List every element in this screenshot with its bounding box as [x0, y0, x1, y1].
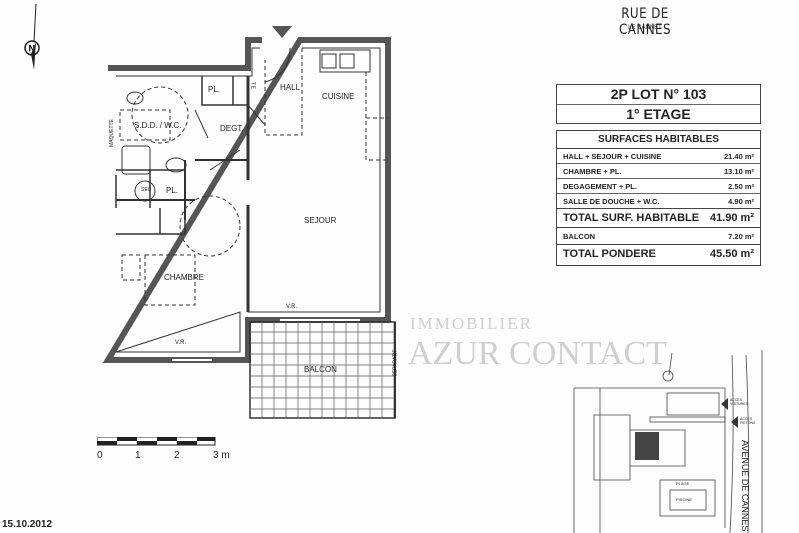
table-row: HALL + SEJOUR + CUISINE 21.40 m²: [557, 149, 760, 164]
room-label-degt: DEGT.: [220, 124, 244, 133]
total-row: TOTAL SURF. HABITABLE 41.90 m²: [557, 209, 760, 228]
scale-tick-0: 0: [97, 450, 103, 461]
watermark-line-1: IMMOBILIER: [410, 314, 533, 333]
plage-label: PLAGE: [676, 481, 690, 486]
north-arrow-icon: N: [24, 3, 40, 70]
acces-pietons-label: ACCES PIETONS: [740, 417, 756, 425]
row-value: 2.50 m²: [728, 181, 754, 191]
room-label-balcon: BALCON: [304, 365, 337, 374]
total-label: TOTAL SURF. HABITABLE: [563, 212, 700, 224]
piscine-label: PISCINE: [676, 497, 693, 502]
arrow-acces-voitures-icon: [721, 398, 728, 410]
arrow-acces-pietons-icon: [731, 416, 738, 428]
pondere-value: 45.50 m²: [709, 248, 754, 260]
row-label: HALL + SEJOUR + CUISINE: [563, 151, 662, 161]
room-label-sdd-wc: S.D.D. / W.C.: [134, 121, 182, 130]
window-label-vr-2: V.R.: [175, 340, 187, 346]
row-label: DEGAGEMENT + PL.: [563, 181, 637, 191]
date-label: 15.10.2012: [2, 519, 53, 530]
building-highlight: [635, 432, 659, 460]
city-subtitle: LE CANNET: [628, 25, 662, 31]
surfaces-table: SURFACES HABITABLES HALL + SEJOUR + CUIS…: [556, 130, 761, 266]
window-label-vr: V.R.: [286, 304, 298, 310]
table-row: SALLE DE DOUCHE + W.C. 4.90 m²: [557, 194, 760, 209]
room-label-hall: HALL: [280, 83, 301, 92]
apartment-floor-plan: [102, 26, 396, 419]
label-maquette: MAQUETTE: [108, 119, 115, 147]
balcon-value: 7.20 m²: [728, 231, 754, 241]
table-row: DEGAGEMENT + PL. 2.50 m²: [557, 179, 760, 194]
lot-floor: 1° ETAGE: [626, 106, 691, 122]
scale-tick-1: 1: [135, 450, 141, 461]
pondere-label: TOTAL PONDERE: [563, 248, 656, 260]
svg-text:N: N: [29, 44, 36, 54]
pondere-row: TOTAL PONDERE 45.50 m²: [557, 245, 760, 263]
balcon-label: BALCON: [563, 231, 596, 241]
row-label: CHAMBRE + PL.: [563, 166, 622, 176]
room-label-placard-2: PL.: [166, 186, 179, 195]
room-label-chambre: CHAMBRE: [164, 273, 205, 282]
room-label-te: T.E.: [249, 81, 256, 91]
room-label-sejour: SEJOUR: [304, 216, 337, 225]
scale-tick-2: 2: [174, 450, 180, 461]
watermark-line-2: AZUR CONTACT: [408, 335, 667, 372]
lot-title-box: 2P LOT N° 103 1° ETAGE: [556, 84, 761, 124]
label-separatif: SEPARATIF: [392, 349, 399, 377]
row-label: SALLE DE DOUCHE + W.C.: [563, 196, 660, 206]
balcon-row: BALCON 7.20 m²: [557, 228, 760, 245]
lot-title: 2P LOT N° 103: [557, 85, 760, 105]
table-row: CHAMBRE + PL. 13.10 m²: [557, 164, 760, 179]
avenue-label: AVENUE DE CANNES: [740, 440, 750, 532]
room-label-placard: PL.: [208, 85, 221, 94]
scale-bar: [97, 437, 216, 446]
total-value: 41.90 m²: [709, 212, 754, 224]
scale-tick-3: 3 m: [213, 450, 230, 461]
site-plan: [573, 350, 763, 533]
acces-voitures-label: ACCES VOITURES: [730, 398, 748, 406]
row-value: 4.90 m²: [728, 196, 754, 206]
row-value: 21.40 m²: [723, 151, 754, 161]
surfaces-heading: SURFACES HABITABLES: [557, 131, 760, 149]
room-label-sec: SEC: [141, 187, 152, 193]
street-title: RUE DE CANNES: [619, 6, 671, 38]
room-label-cuisine: CUISINE: [322, 92, 355, 101]
row-value: 13.10 m²: [723, 166, 754, 176]
